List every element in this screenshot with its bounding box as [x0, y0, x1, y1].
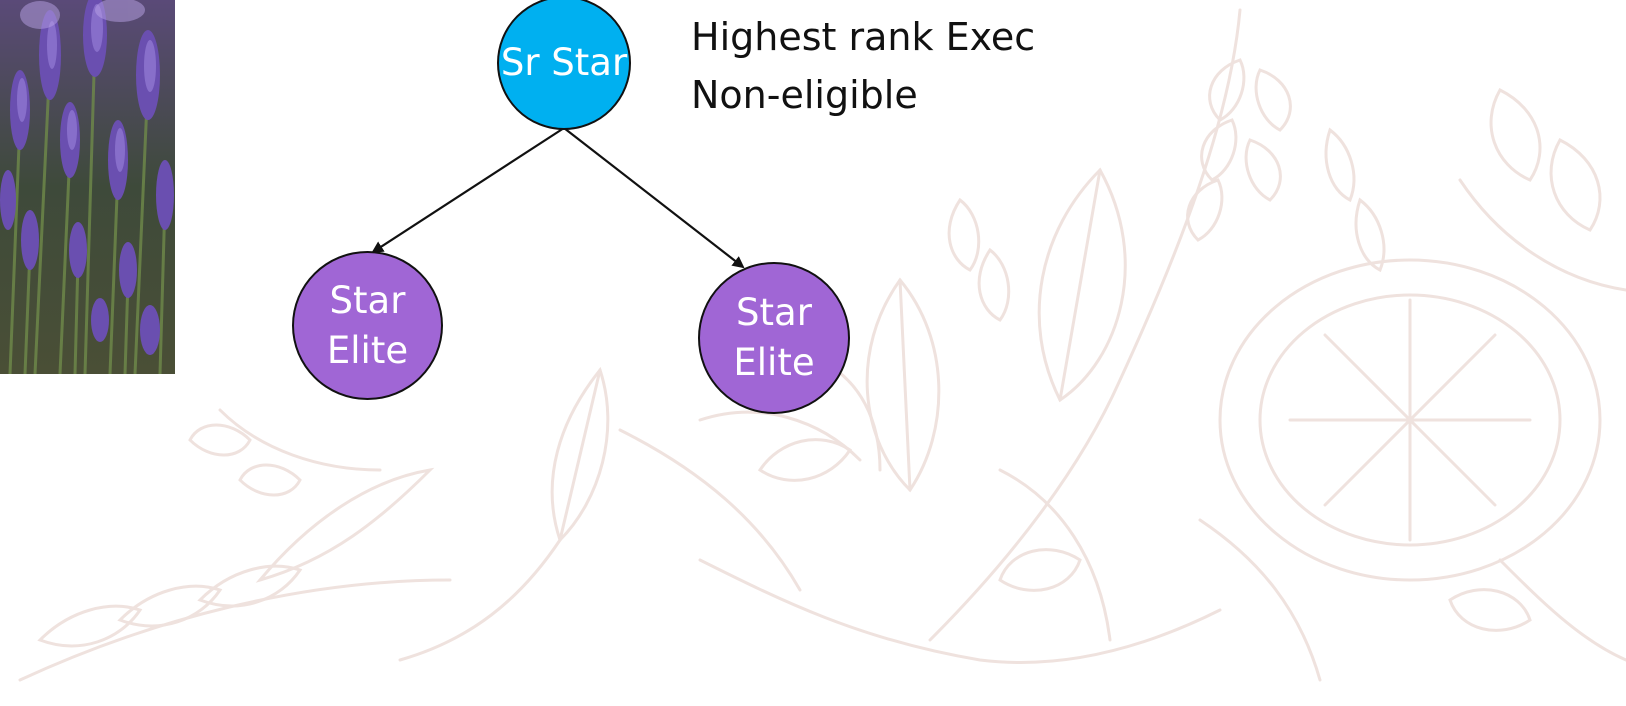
edge-root-to-left [371, 127, 565, 254]
node-star-elite-right-label: Star Elite [733, 291, 815, 384]
annotation-line-2: Non-eligible [691, 73, 918, 117]
node-sr-star[interactable]: Sr Star [497, 0, 631, 130]
node-star-elite-left[interactable]: Star Elite [292, 251, 443, 400]
edge-root-to-right [563, 127, 745, 269]
node-star-elite-left-label: Star Elite [326, 278, 409, 372]
annotation-line-1: Highest rank Exec [691, 15, 1036, 59]
root-annotation: Highest rank Exec Non-eligible [691, 8, 1035, 124]
node-sr-star-label: Sr Star [500, 41, 628, 85]
lavender-photo [0, 0, 175, 374]
node-star-elite-right[interactable]: Star Elite [698, 262, 850, 414]
